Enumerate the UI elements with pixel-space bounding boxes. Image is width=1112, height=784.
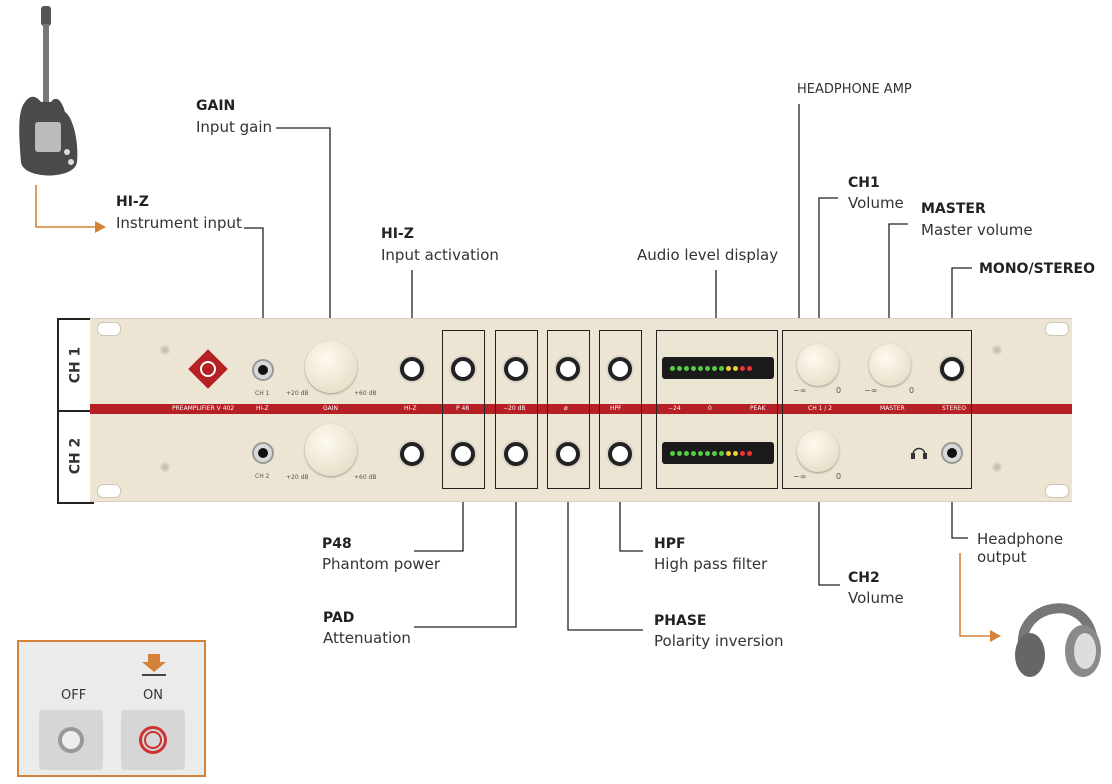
vol-max-label: 0 — [836, 472, 842, 481]
gain-max-label: +60 dB — [354, 390, 377, 397]
ch2-volume-knob[interactable] — [797, 430, 839, 472]
ch1-jack-label: CH 1 — [255, 390, 270, 397]
phase-desc: Polarity inversion — [654, 632, 784, 650]
master-desc: Master volume — [921, 221, 1033, 239]
headphone-symbol-icon — [911, 447, 927, 459]
hiz-activation-title: HI-Z — [381, 226, 414, 242]
gain-min-label: +20 dB — [286, 390, 309, 397]
ch1-phase-button[interactable] — [556, 357, 580, 381]
screw — [160, 345, 170, 355]
pad-title: PAD — [323, 610, 355, 626]
ch2-pad-button[interactable] — [504, 442, 528, 466]
ch2-hiz-button[interactable] — [400, 442, 424, 466]
ch2-p48-button[interactable] — [451, 442, 475, 466]
ch2-volume-desc: Volume — [848, 589, 904, 607]
mono-stereo-title: MONO/STEREO — [979, 261, 1096, 277]
ch1-p48-button[interactable] — [451, 357, 475, 381]
ch2-label: CH 2 — [67, 437, 84, 475]
headphone-output-jack[interactable] — [941, 442, 963, 464]
screw — [992, 345, 1002, 355]
hpf-title: HPF — [654, 536, 686, 552]
ch2-jack-label: CH 2 — [255, 473, 270, 480]
master-volume-knob[interactable] — [869, 344, 911, 386]
off-label: OFF — [61, 688, 87, 703]
phase-box — [547, 330, 590, 489]
headphone-amp-title: HEADPHONE AMP — [797, 82, 912, 97]
rack-slot — [97, 484, 121, 498]
ch1-label: CH 1 — [59, 320, 92, 412]
screw — [992, 462, 1002, 472]
gain-min-label: +20 dB — [286, 474, 309, 481]
vol-max-label: 0 — [909, 386, 915, 395]
ch2-hpf-button[interactable] — [608, 442, 632, 466]
ch1-volume-knob[interactable] — [797, 344, 839, 386]
vol-max-label: 0 — [836, 386, 842, 395]
hiz-activation-desc: Input activation — [381, 246, 499, 264]
guitar-icon — [19, 6, 78, 176]
headphones-icon — [1015, 603, 1101, 677]
ch1-hiz-button[interactable] — [400, 357, 424, 381]
hiz-input-desc: Instrument input — [116, 214, 242, 232]
ch1-level-meter — [662, 357, 774, 379]
pad-desc: Attenuation — [323, 629, 411, 647]
screw — [160, 462, 170, 472]
gain-title: GAIN — [196, 98, 236, 114]
off-button-example — [39, 710, 103, 770]
p48-title: P48 — [322, 536, 352, 552]
hpf-box — [599, 330, 642, 489]
hiz-input-title: HI-Z — [116, 194, 149, 210]
vol-min-label: −∞ — [793, 386, 807, 395]
mono-stereo-button[interactable] — [940, 357, 964, 381]
p48-desc: Phantom power — [322, 555, 441, 573]
gain-max-label: +60 dB — [354, 474, 377, 481]
p48-box — [442, 330, 485, 489]
ch1-volume-desc: Volume — [848, 194, 904, 212]
ch2-level-meter — [662, 442, 774, 464]
ch1-hiz-jack[interactable] — [252, 359, 274, 381]
ch1-volume-title: CH1 — [848, 175, 880, 191]
ch1-hpf-button[interactable] — [608, 357, 632, 381]
rack-slot — [97, 322, 121, 336]
arrow-down-icon — [142, 654, 166, 676]
stripe-bar: PREAMPLIFIER V 402 HI-Z GAIN HI-Z P 48 −… — [90, 404, 1072, 414]
gain-desc: Input gain — [196, 118, 272, 136]
on-label: ON — [143, 688, 163, 703]
ch1-pad-button[interactable] — [504, 357, 528, 381]
ch2-hiz-jack[interactable] — [252, 442, 274, 464]
master-title: MASTER — [921, 201, 986, 217]
level-display-box — [656, 330, 778, 489]
neumann-logo-icon — [188, 349, 228, 389]
rack-slot — [1045, 322, 1069, 336]
vol-min-label: −∞ — [793, 472, 807, 481]
on-button-example — [121, 710, 185, 770]
ch1-gain-knob[interactable] — [305, 341, 357, 393]
vol-min-label: −∞ — [864, 386, 878, 395]
ch2-gain-knob-face[interactable] — [305, 424, 357, 476]
headphone-amp-box — [782, 330, 972, 489]
rack-slot — [1045, 484, 1069, 498]
on-off-legend: OFF ON — [17, 640, 206, 777]
ch2-phase-button[interactable] — [556, 442, 580, 466]
pad-box — [495, 330, 538, 489]
headphone-output-desc: Headphone output — [977, 530, 1064, 566]
phase-title: PHASE — [654, 613, 707, 629]
channel-side-label: CH 1 CH 2 — [57, 318, 94, 504]
ch2-volume-title: CH2 — [848, 570, 880, 586]
hpf-desc: High pass filter — [654, 555, 768, 573]
level-display-desc: Audio level display — [637, 246, 779, 264]
